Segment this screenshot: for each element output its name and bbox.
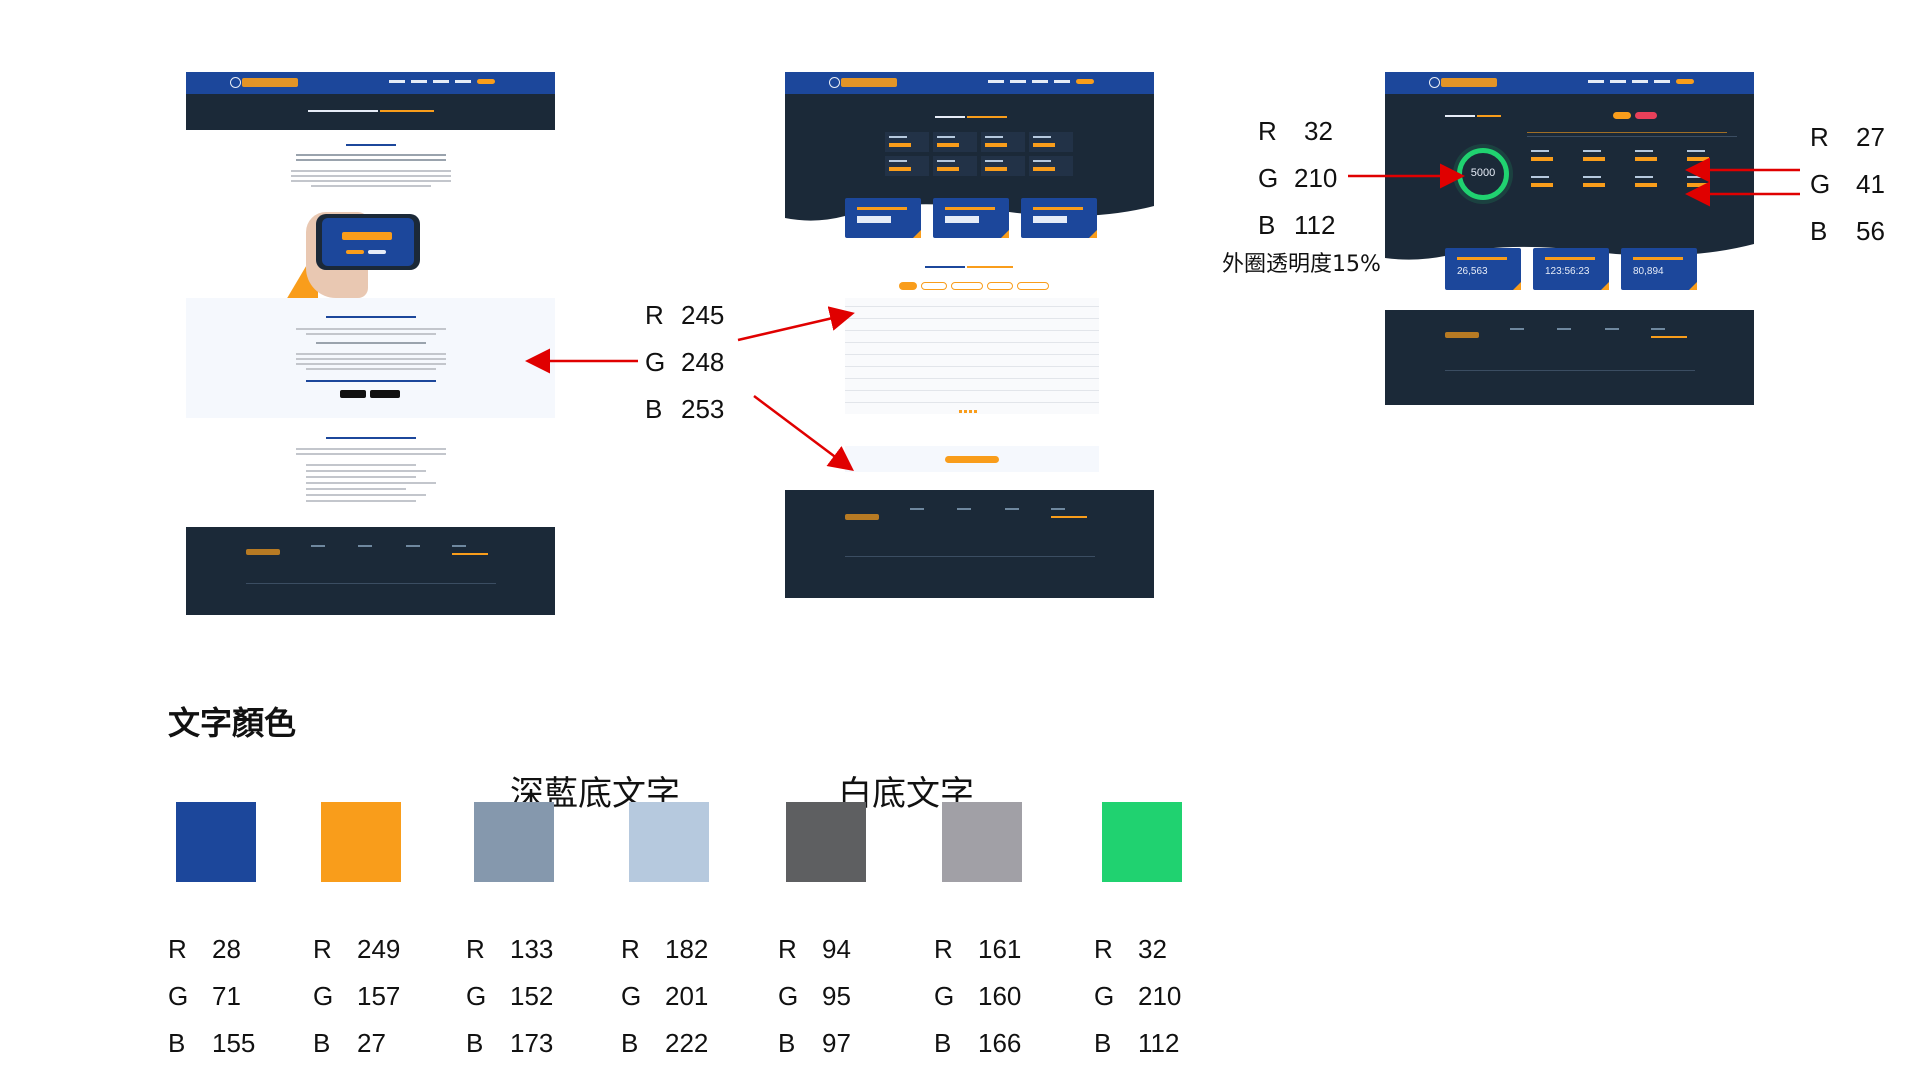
total-time-card (933, 198, 1009, 238)
color-swatch (629, 802, 709, 882)
mockup-footer (186, 527, 555, 615)
mockup-navbar (186, 72, 555, 94)
palette-title: 文字顏色 (168, 704, 297, 742)
color-swatch (176, 802, 256, 882)
mockup-landing-page (186, 72, 555, 615)
color-swatch (1102, 802, 1182, 882)
total-calories-card-3: 80,894 (1621, 248, 1697, 290)
mockup-footer-3 (1385, 310, 1754, 405)
color-swatch (786, 802, 866, 882)
ring-opacity-note: 外圈透明度15% (1222, 252, 1381, 277)
mockup-dashboard-page (785, 72, 1154, 472)
mockup-hero-banner (186, 94, 555, 130)
color-swatch (321, 802, 401, 882)
cta-strip (845, 446, 1099, 472)
total-time-card-3: 123:56:23 (1533, 248, 1609, 290)
light-section-bg (186, 298, 555, 418)
mockup-navbar-2 (785, 72, 1154, 94)
total-distance-card-3: 26,563 (1445, 248, 1521, 290)
filter-pills (899, 282, 1049, 290)
total-distance-card (845, 198, 921, 238)
phone-in-hand-image (286, 206, 420, 300)
history-table (845, 298, 1099, 414)
mockup-navbar-3 (1385, 72, 1754, 94)
ring-value: 5000 (1470, 167, 1496, 179)
color-swatch (474, 802, 554, 882)
color-swatch (942, 802, 1022, 882)
total-calories-card (1021, 198, 1097, 238)
mockup-footer-2 (785, 490, 1154, 598)
